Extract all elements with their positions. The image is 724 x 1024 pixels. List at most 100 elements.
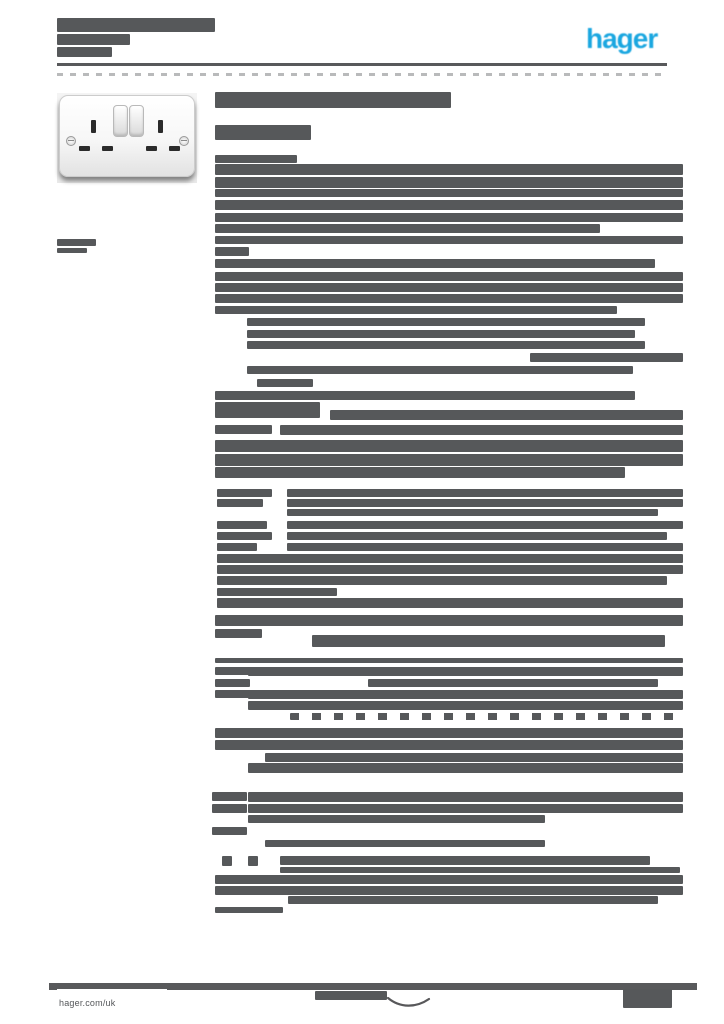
redacted-text-line xyxy=(215,728,683,738)
redacted-text-line xyxy=(215,189,683,197)
redacted-text-line xyxy=(215,272,683,281)
redacted-text-line xyxy=(290,713,683,720)
footer-url-link[interactable]: hager.com/uk xyxy=(59,998,116,1008)
redacted-text-line xyxy=(257,379,313,387)
footer-page-number-redacted xyxy=(623,989,672,1008)
redacted-text-line xyxy=(248,690,683,699)
redacted-text-line xyxy=(215,467,625,478)
redacted-text-line xyxy=(217,489,272,497)
redacted-text-line xyxy=(215,425,272,434)
redacted-text-line xyxy=(287,489,683,497)
earth-pin-slot-left xyxy=(91,120,96,133)
redacted-text-line xyxy=(212,827,247,835)
redacted-text-line xyxy=(287,543,683,551)
footer-note-redacted xyxy=(315,991,387,1000)
redacted-text-line xyxy=(288,896,658,904)
redacted-text-line xyxy=(217,565,683,574)
redacted-text-line xyxy=(215,690,250,698)
redacted-text-line xyxy=(248,667,683,676)
redacted-text-line xyxy=(247,341,645,349)
redacted-text-line xyxy=(215,615,683,626)
redacted-text-line xyxy=(247,330,635,338)
rocker-switch-right xyxy=(129,105,144,137)
redacted-text-line xyxy=(217,588,337,596)
redacted-text-line xyxy=(330,410,683,420)
redacted-text-line xyxy=(215,306,617,314)
redacted-text-line xyxy=(280,425,683,435)
fixing-screw-left xyxy=(66,136,76,146)
redacted-text-line xyxy=(217,543,257,551)
socket-plate xyxy=(59,95,195,177)
redacted-text-line xyxy=(57,239,96,246)
footer-url-box: hager.com/uk xyxy=(57,989,167,1016)
redacted-text-line xyxy=(217,521,267,529)
redacted-text-line xyxy=(248,815,545,823)
redacted-text-line xyxy=(287,532,667,540)
earth-pin-slot-right xyxy=(158,120,163,133)
redacted-text-line xyxy=(215,224,600,233)
redacted-text-line xyxy=(57,18,215,32)
redacted-text-line xyxy=(248,763,683,773)
redacted-text-line xyxy=(57,34,130,45)
header-rule xyxy=(57,63,667,66)
redacted-text-line xyxy=(217,598,683,608)
redacted-text-line xyxy=(248,701,683,710)
redacted-text-line xyxy=(215,667,250,675)
redacted-text-line xyxy=(215,294,683,303)
fixing-screw-right xyxy=(179,136,189,146)
redacted-text-line xyxy=(215,402,320,418)
redacted-text-line xyxy=(280,867,680,873)
hager-logo: hager xyxy=(586,23,658,54)
redacted-text-line xyxy=(312,635,665,647)
redacted-text-line xyxy=(530,353,683,362)
redacted-text-line xyxy=(215,283,683,292)
redacted-text-line xyxy=(215,875,683,884)
redacted-text-line xyxy=(57,248,87,253)
redacted-text-line xyxy=(265,840,545,847)
footer-band xyxy=(49,983,697,990)
redacted-text-line xyxy=(222,856,232,866)
rocker-switch-left xyxy=(113,105,128,137)
redacted-text-line xyxy=(215,440,683,452)
live-pin-slot-right xyxy=(146,146,157,151)
redacted-text-line xyxy=(215,391,635,400)
redacted-text-line xyxy=(215,247,249,256)
live-pin-slot-left xyxy=(79,146,90,151)
redacted-text-line xyxy=(215,213,683,222)
neutral-pin-slot-right xyxy=(169,146,180,151)
neutral-pin-slot-left xyxy=(102,146,113,151)
product-photo-socket-outlet xyxy=(57,93,197,183)
footer-signature-swoosh xyxy=(386,996,431,1007)
redacted-text-line xyxy=(280,856,650,865)
redacted-text-line xyxy=(215,907,283,913)
redacted-text-line xyxy=(217,499,263,507)
redacted-text-line xyxy=(215,259,655,268)
redacted-text-line xyxy=(217,532,272,540)
redacted-text-line xyxy=(215,200,683,210)
redacted-text-line xyxy=(212,804,247,813)
redacted-text-line xyxy=(287,521,683,529)
redacted-text-line xyxy=(217,554,683,563)
redacted-text-line xyxy=(287,509,658,516)
redacted-text-line xyxy=(215,92,451,108)
redacted-text-line xyxy=(248,804,683,813)
redacted-text-line xyxy=(215,740,683,750)
redacted-text-line xyxy=(215,629,262,638)
redacted-text-line xyxy=(215,177,683,188)
redacted-text-line xyxy=(287,499,683,507)
redacted-text-line xyxy=(212,792,247,801)
redacted-text-line xyxy=(215,886,683,895)
redacted-text-line xyxy=(215,236,683,244)
redacted-text-line xyxy=(248,792,683,802)
redacted-text-line xyxy=(247,318,645,326)
redacted-text-line xyxy=(217,576,667,585)
redacted-text-line xyxy=(265,753,683,762)
redacted-text-line xyxy=(215,164,683,175)
redacted-text-line xyxy=(215,658,683,663)
redacted-text-line xyxy=(57,47,112,57)
redacted-text-line xyxy=(248,856,258,866)
redacted-text-line xyxy=(215,155,297,163)
redacted-text-line xyxy=(368,679,658,687)
header-fineprint-line xyxy=(57,73,667,76)
